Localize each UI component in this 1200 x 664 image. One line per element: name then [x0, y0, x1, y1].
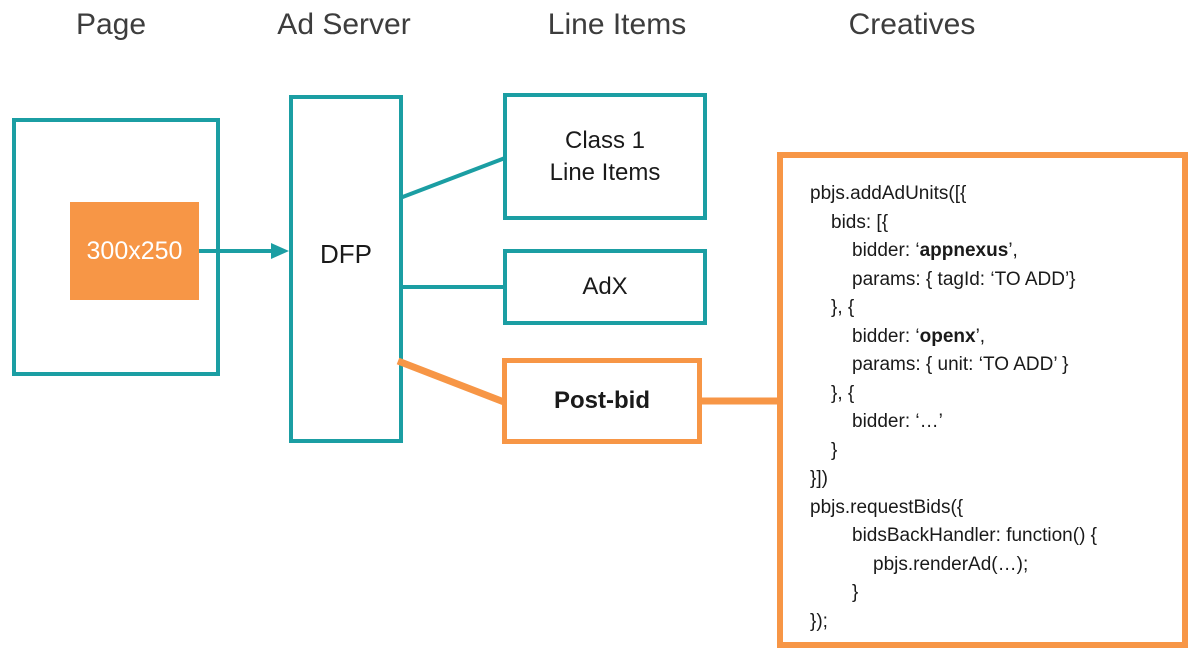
code-line: }	[852, 582, 859, 603]
code-line: bids: [{	[831, 211, 889, 233]
code-line: bidder: ‘appnexus’,	[852, 240, 1018, 261]
dfp-box: DFP	[289, 95, 403, 443]
code-line: bidder: ‘…’	[852, 411, 943, 432]
class1-line-items-label: Class 1 Line Items	[549, 126, 661, 186]
code-line: }, {	[831, 382, 855, 404]
code-block: pbjs.addAdUnits([{ bids: [{ bidder: ‘appne…	[810, 180, 1172, 636]
adx-box: AdX	[503, 249, 707, 325]
code-line: }, {	[831, 297, 855, 318]
dfp-label: DFP	[320, 238, 372, 269]
column-header-page: Page	[75, 8, 147, 41]
arrowhead-adunit-to-dfp	[271, 243, 289, 259]
code-line: }	[831, 439, 838, 461]
code-line: pbjs.requestBids({	[810, 496, 964, 518]
class1-line-items-box: Class 1 Line Items	[503, 93, 707, 220]
post-bid-label: Post-bid	[554, 387, 650, 414]
code-line: params: { tagId: ‘TO ADD’}	[852, 268, 1076, 290]
code-line: bidsBackHandler: function() {	[852, 525, 1098, 546]
creatives-code-box: pbjs.addAdUnits([{ bids: [{ bidder: ‘appne…	[777, 152, 1188, 648]
code-line: pbjs.addAdUnits([{	[810, 183, 967, 204]
code-line: bidder: ‘openx’,	[852, 325, 986, 347]
column-header-creatives: Creatives	[848, 8, 976, 41]
column-header-ad-server: Ad Server	[277, 8, 411, 41]
post-bid-box: Post-bid	[502, 358, 702, 444]
ad-unit-box: 300x250	[70, 202, 199, 300]
adx-label: AdX	[582, 273, 628, 300]
connector-dfp-to-class1	[399, 156, 506, 200]
column-header-line-items: Line Items	[547, 8, 687, 41]
ad-unit-size-label: 300x250	[86, 236, 183, 265]
code-line: params: { unit: ‘TO ADD’ }	[852, 354, 1069, 375]
code-line: pbjs.renderAd(…);	[873, 553, 1029, 575]
connector-dfp-to-postbid	[396, 357, 506, 406]
code-line: }])	[810, 468, 828, 489]
code-line: });	[810, 610, 828, 632]
